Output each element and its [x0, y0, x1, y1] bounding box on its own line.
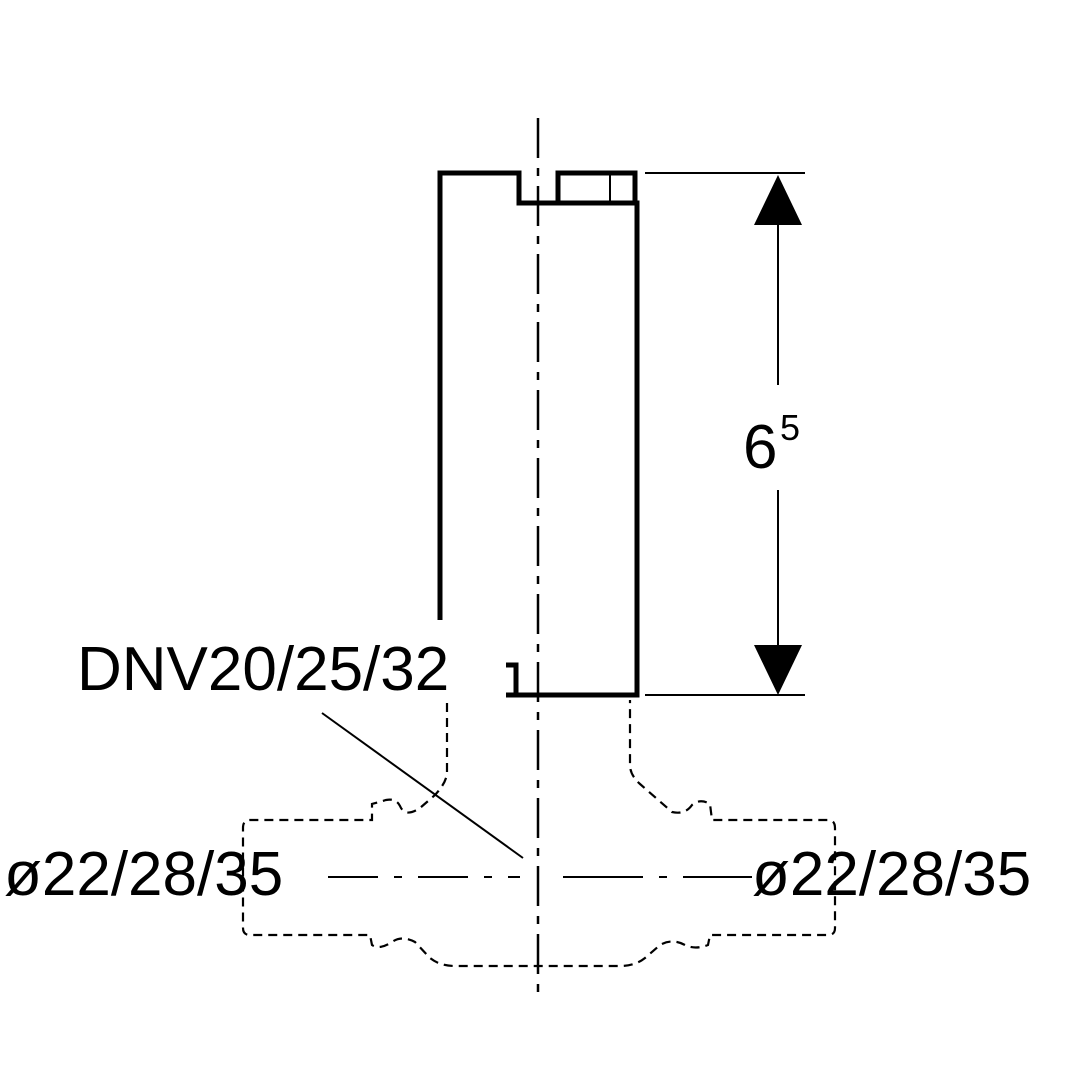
pipe-label-left: ø22/28/35 — [4, 840, 283, 909]
pipe-label-right: ø22/28/35 — [752, 840, 1031, 909]
arrow-up-icon — [754, 175, 802, 225]
connection-label: DNV20/25/32 — [77, 635, 449, 704]
tee-fitting-outline — [241, 700, 837, 968]
dimension-value: 6 — [743, 413, 777, 482]
svg-text:6: 6 — [743, 413, 777, 482]
svg-text:5: 5 — [780, 407, 800, 448]
leader-line — [321, 712, 524, 859]
arrow-down-icon — [754, 645, 802, 695]
dimension-superscript: 5 — [780, 407, 800, 448]
height-dimension — [645, 172, 805, 696]
sleeve-body — [437, 170, 640, 698]
